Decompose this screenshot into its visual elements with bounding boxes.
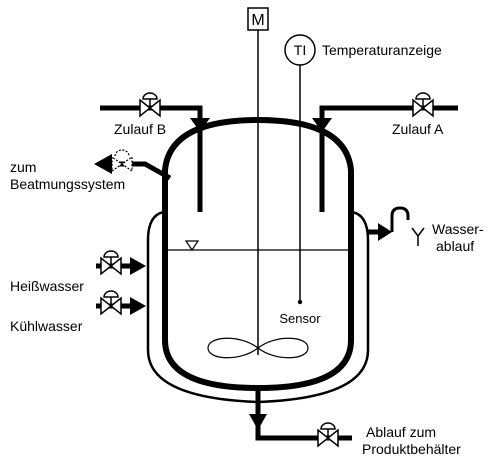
inlet-b-valve-icon [139, 92, 161, 118]
level-marker-icon [184, 240, 200, 252]
inlet-a-label: Zulauf A [392, 121, 444, 137]
inlet-b-label: Zulauf B [114, 121, 166, 137]
vessel-wall [162, 116, 354, 392]
sensor-tip [297, 299, 303, 305]
indicator-label: TI [294, 42, 306, 58]
water-drain-label-line2: ablauf [436, 238, 474, 254]
hot-water-valve-icon [100, 250, 122, 276]
water-drain-funnel-icon [411, 227, 425, 246]
vent-label-line1: zum [10, 159, 36, 175]
vent-valve-icon [111, 149, 133, 173]
vent-label-line2: Beatmungssystem [10, 176, 125, 192]
water-drain-arrow-icon [378, 223, 392, 241]
inlet-b-pipe [100, 105, 203, 212]
water-drain-label-line1: Wasser- [432, 221, 484, 237]
hot-water-arrow-icon [130, 257, 146, 275]
sensor-label: Sensor [279, 311, 321, 326]
inlet-b-arrow-icon [190, 118, 210, 132]
temperature-label: Temperaturanzeige [322, 42, 442, 58]
cooling-water-label: Kühlwasser [10, 318, 83, 334]
cooling-water-arrow-icon [130, 297, 146, 315]
inlet-a-arrow-icon [312, 118, 332, 132]
product-drain-valve-icon [317, 422, 339, 448]
vent-arrow-icon [94, 154, 112, 174]
product-drain-arrow-icon [249, 414, 267, 430]
cooling-water-valve-icon [100, 290, 122, 316]
water-drain-trap [390, 206, 410, 232]
inlet-a-valve-icon [412, 92, 434, 118]
product-drain-label-line1: Ablauf zum [366, 424, 436, 440]
motor-label: M [251, 12, 264, 29]
hot-water-label: Heißwasser [10, 278, 84, 294]
product-drain-label-line2: Produktbehälter [362, 441, 461, 457]
impeller-icon [207, 337, 309, 359]
